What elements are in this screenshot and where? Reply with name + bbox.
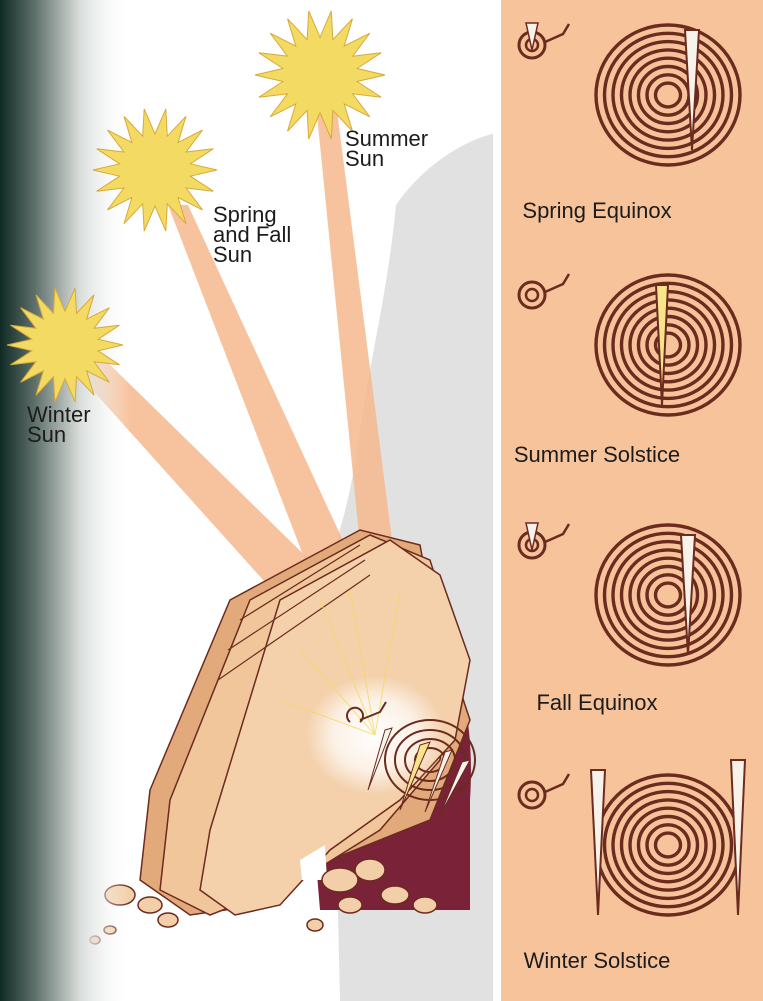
calendar-panel-label: Summer Solstice	[514, 442, 680, 467]
calendar-panel-label: Fall Equinox	[536, 690, 657, 715]
calendar-panel-label: Winter Solstice	[524, 948, 671, 973]
panel-divider	[493, 0, 501, 1001]
calendar-panel-label: Spring Equinox	[522, 198, 671, 223]
